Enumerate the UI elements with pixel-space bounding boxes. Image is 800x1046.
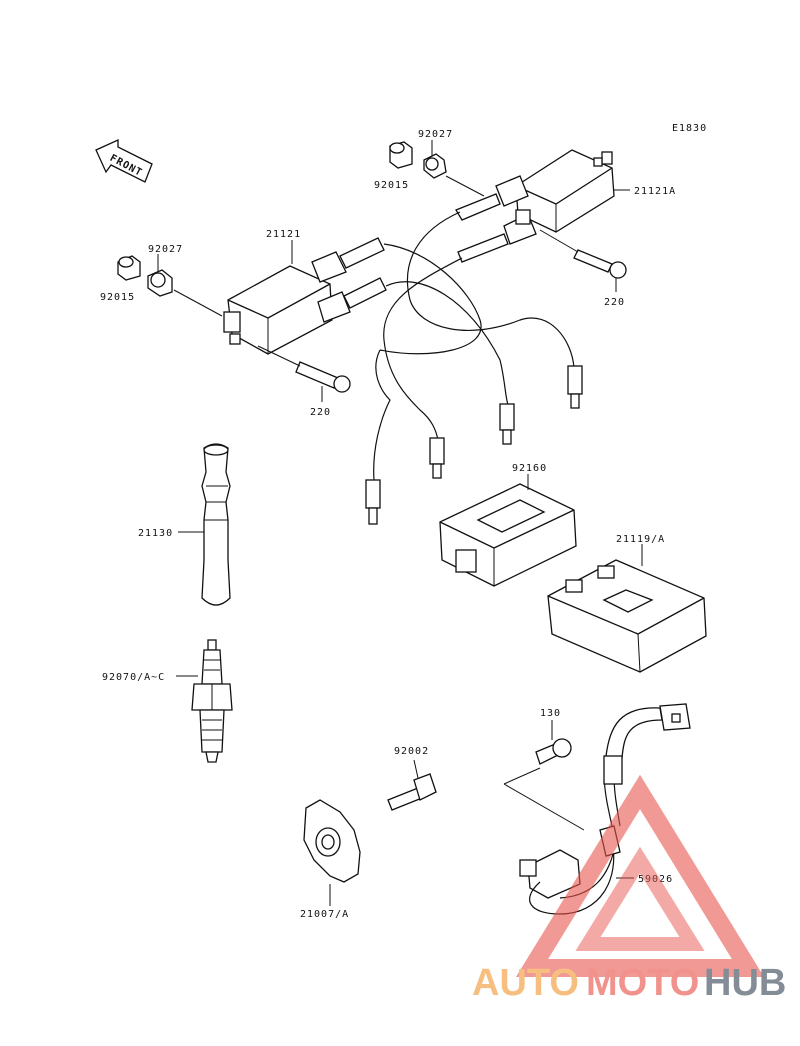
ignitor-cover-92160 — [439, 483, 577, 587]
bolt-220-left — [295, 361, 351, 393]
watermark-auto: AUTO — [472, 962, 579, 1004]
ignitor-unit-21119A — [547, 559, 707, 673]
diagram-ref-code: E1830 — [672, 123, 707, 134]
collar-92015-top — [389, 141, 413, 169]
label-92027-top: 92027 — [418, 129, 453, 140]
pickup-coil-59026 — [519, 703, 691, 915]
grommet-92027-left — [147, 269, 173, 297]
plug-caps — [365, 365, 583, 525]
grommet-92027-top — [423, 153, 447, 179]
label-92015-top: 92015 — [374, 180, 409, 191]
ignition-coil-21121 — [223, 237, 387, 355]
label-220-right: 220 — [604, 297, 625, 308]
watermark-hub: HUB — [704, 962, 786, 1004]
label-130: 130 — [540, 708, 561, 719]
automotohub-watermark: AUTO MOTO HUB — [472, 774, 786, 1004]
label-21007A: 21007/A — [300, 909, 349, 920]
spark-plug-92070 — [191, 639, 233, 763]
label-92070: 92070/A~C — [102, 672, 165, 683]
bolt-220-right — [573, 249, 627, 279]
label-21130: 21130 — [138, 528, 173, 539]
label-92027-left: 92027 — [148, 244, 183, 255]
label-21121A: 21121A — [634, 186, 676, 197]
bolt-130 — [535, 738, 572, 765]
ignition-coil-21121A — [455, 149, 615, 263]
label-92002: 92002 — [394, 746, 429, 757]
label-21121: 21121 — [266, 229, 301, 240]
label-92160: 92160 — [512, 463, 547, 474]
label-21119A: 21119/A — [616, 534, 665, 545]
high-tension-leads — [373, 211, 575, 481]
spark-plug-cap-21130 — [201, 443, 231, 606]
front-arrow-icon: FRONT — [95, 138, 153, 183]
watermark-moto: MOTO — [586, 962, 699, 1004]
collar-92015-left — [117, 255, 141, 281]
timing-plate-21007A — [303, 799, 361, 883]
label-220-left: 220 — [310, 407, 331, 418]
screw-92002 — [387, 773, 437, 811]
label-92015-left: 92015 — [100, 292, 135, 303]
